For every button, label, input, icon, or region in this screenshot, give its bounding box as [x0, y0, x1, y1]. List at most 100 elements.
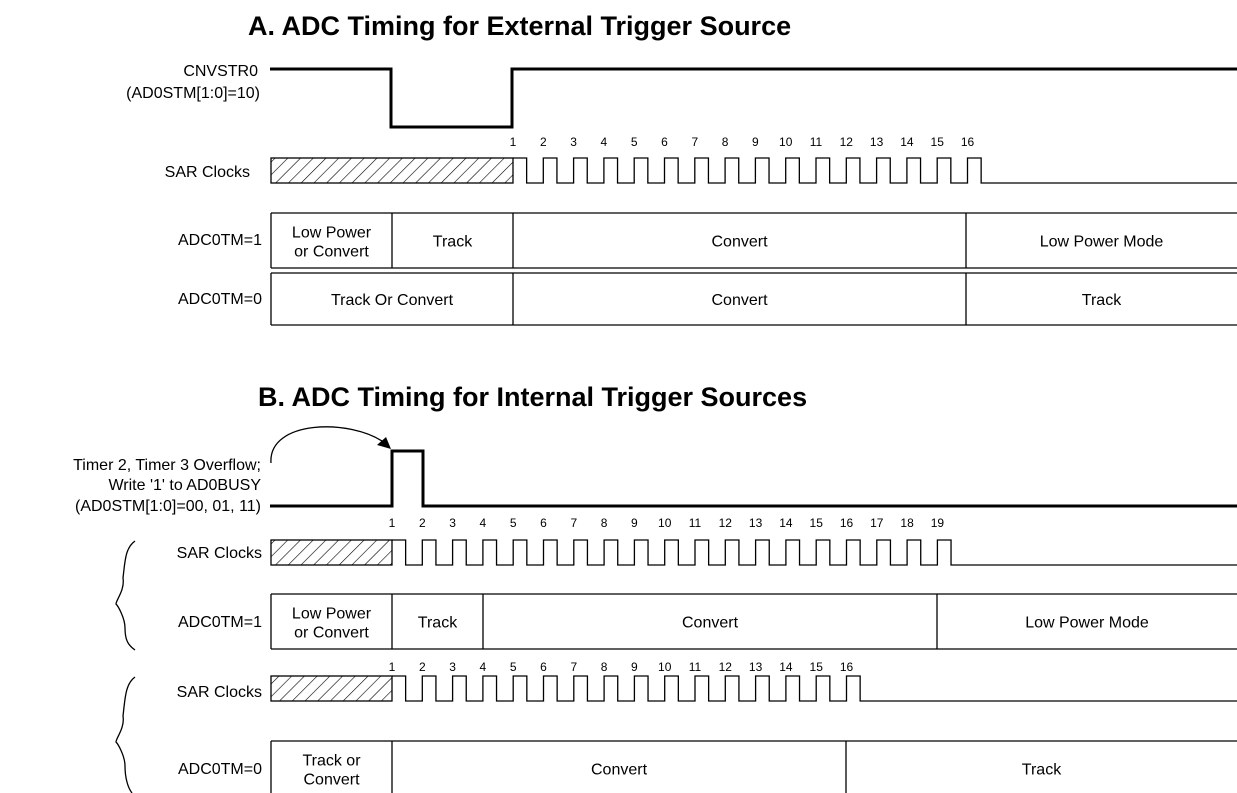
clock-number: 15: [931, 135, 945, 149]
clock-number: 8: [722, 135, 729, 149]
clock-number: 1: [510, 135, 517, 149]
adc0tm0-label-b: ADC0TM=0: [178, 761, 262, 778]
cnvstr0-label: CNVSTR0: [183, 63, 258, 80]
segment-label: Convert: [682, 615, 739, 632]
clock-number: 3: [449, 516, 456, 530]
segment-label: or Convert: [294, 625, 369, 642]
clock-number: 6: [540, 516, 547, 530]
clock-number: 4: [480, 516, 487, 530]
clock-number: 17: [870, 516, 884, 530]
clock-number: 10: [658, 660, 672, 674]
clock-number: 9: [631, 516, 638, 530]
segment-label: Track or: [302, 753, 361, 770]
sar-clocks-label-b1: SAR Clocks: [177, 545, 262, 562]
segment-label: Convert: [711, 292, 768, 309]
clock-number: 12: [840, 135, 854, 149]
segment-label: Track: [1082, 292, 1122, 309]
clock-number: 9: [752, 135, 759, 149]
trigger-arrow: [270, 426, 386, 464]
sar-clock-waveform-a: [513, 157, 1237, 184]
clock-number: 13: [749, 516, 763, 530]
clock-number: 14: [900, 135, 914, 149]
clock-trace: [392, 539, 1237, 566]
segment-label: Low Power Mode: [1040, 234, 1164, 251]
clock-number: 15: [810, 660, 824, 674]
adc0tm1-label-a: ADC0TM=1: [178, 232, 262, 249]
clock-number: 3: [449, 660, 456, 674]
clock-number: 15: [810, 516, 824, 530]
cnvstr0-mode-label: (AD0STM[1:0]=10): [126, 85, 260, 102]
clock-number: 14: [779, 516, 793, 530]
cnvstr0-waveform: [270, 67, 1237, 129]
sar-clocks-label-a: SAR Clocks: [165, 164, 250, 181]
clock-number: 8: [601, 516, 608, 530]
clock-number: 2: [419, 660, 426, 674]
segment-label: Low Power Mode: [1025, 615, 1149, 632]
clock-number: 5: [510, 516, 517, 530]
segment-label: Track Or Convert: [331, 292, 454, 309]
trigger-label-line1: Timer 2, Timer 3 Overflow;: [73, 457, 261, 474]
sar-clocks-label-b2: SAR Clocks: [177, 684, 262, 701]
segment-label: Low Power: [292, 225, 372, 242]
adc0tm0-row-a: Track Or Convert Convert Track: [270, 272, 1237, 326]
clock-number: 2: [419, 516, 426, 530]
clock-number: 19: [931, 516, 945, 530]
segment-label: Convert: [303, 772, 360, 789]
segment-label: or Convert: [294, 244, 369, 261]
sar-clock-waveform-b2: [392, 675, 1237, 702]
clock-number: 11: [810, 135, 823, 149]
clock-number: 16: [961, 135, 975, 149]
segment-label: Track: [1022, 762, 1062, 779]
clock-trace: [392, 675, 1237, 702]
trigger-pulse-waveform: [270, 449, 1237, 508]
adc0tm0-label-a: ADC0TM=0: [178, 291, 262, 308]
clock-number: 13: [749, 660, 763, 674]
trigger-label-line2: Write '1' to AD0BUSY: [108, 477, 261, 494]
clock-number: 4: [480, 660, 487, 674]
clock-number: 7: [570, 516, 577, 530]
group1-brace: [115, 540, 136, 651]
clock-number: 14: [779, 660, 793, 674]
clock-number: 6: [661, 135, 668, 149]
clock-number: 16: [840, 516, 854, 530]
sar-clock-hatch-a: [270, 157, 514, 184]
clock-number: 9: [631, 660, 638, 674]
clock-number: 2: [540, 135, 547, 149]
adc0tm1-label-b: ADC0TM=1: [178, 614, 262, 631]
clock-trace: [513, 157, 1237, 184]
sar-clock-hatch-b2: [270, 675, 393, 702]
clock-number: 6: [540, 660, 547, 674]
sar-clock-waveform-b1: [392, 539, 1237, 566]
clock-number: 5: [510, 660, 517, 674]
segment-label: Low Power: [292, 606, 372, 623]
trigger-label-line3: (AD0STM[1:0]=00, 01, 11): [75, 498, 261, 515]
segment-label: Track: [433, 234, 473, 251]
clock-number: 12: [719, 516, 733, 530]
clock-number: 1: [389, 516, 396, 530]
clock-number: 10: [658, 516, 672, 530]
trigger-arrowhead-icon: [377, 437, 391, 449]
adc0tm1-row-a: Low Power or Convert Track Convert Low Power…: [270, 212, 1237, 269]
group2-brace: [115, 676, 136, 793]
segment-label: Convert: [591, 762, 648, 779]
clock-number: 16: [840, 660, 854, 674]
section-b-title: B. ADC Timing for Internal Trigger Sourc…: [258, 382, 807, 412]
clock-number: 1: [389, 660, 396, 674]
sar-clock-hatch-b1: [270, 539, 393, 566]
clock-number: 12: [719, 660, 733, 674]
segment-label: Convert: [711, 234, 768, 251]
clock-number: 7: [691, 135, 698, 149]
section-a-title: A. ADC Timing for External Trigger Sourc…: [248, 11, 791, 41]
clock-number: 13: [870, 135, 884, 149]
clock-number: 8: [601, 660, 608, 674]
clock-number: 18: [900, 516, 914, 530]
clock-number: 3: [570, 135, 577, 149]
clock-number: 10: [779, 135, 793, 149]
clock-number: 5: [631, 135, 638, 149]
